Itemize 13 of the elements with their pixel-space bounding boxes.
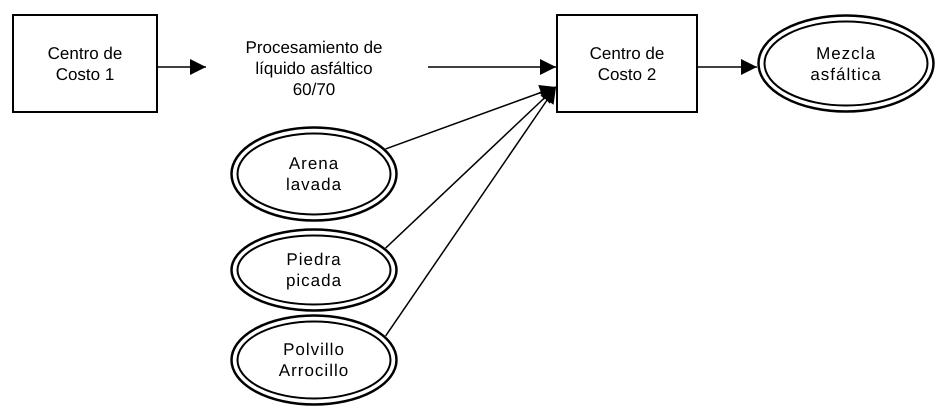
process-box — [556, 14, 698, 113]
process-box — [12, 14, 158, 113]
node-label: Centro de Costo 2 — [588, 42, 666, 84]
ellipse-node — [230, 126, 398, 222]
node-label: Mezcla asfáltica — [809, 42, 883, 84]
ellipse-node — [230, 228, 398, 312]
node-label: Piedra picada — [284, 249, 344, 291]
node-label: Procesamiento de líquido asfáltico 60/70 — [244, 36, 384, 100]
node-label: Polvillo Arrocillo — [278, 339, 350, 381]
node-label: Centro de Costo 1 — [46, 42, 124, 84]
ellipse-node — [757, 14, 935, 113]
ellipse-node — [230, 314, 398, 406]
node-label: Arena lavada — [284, 153, 344, 195]
